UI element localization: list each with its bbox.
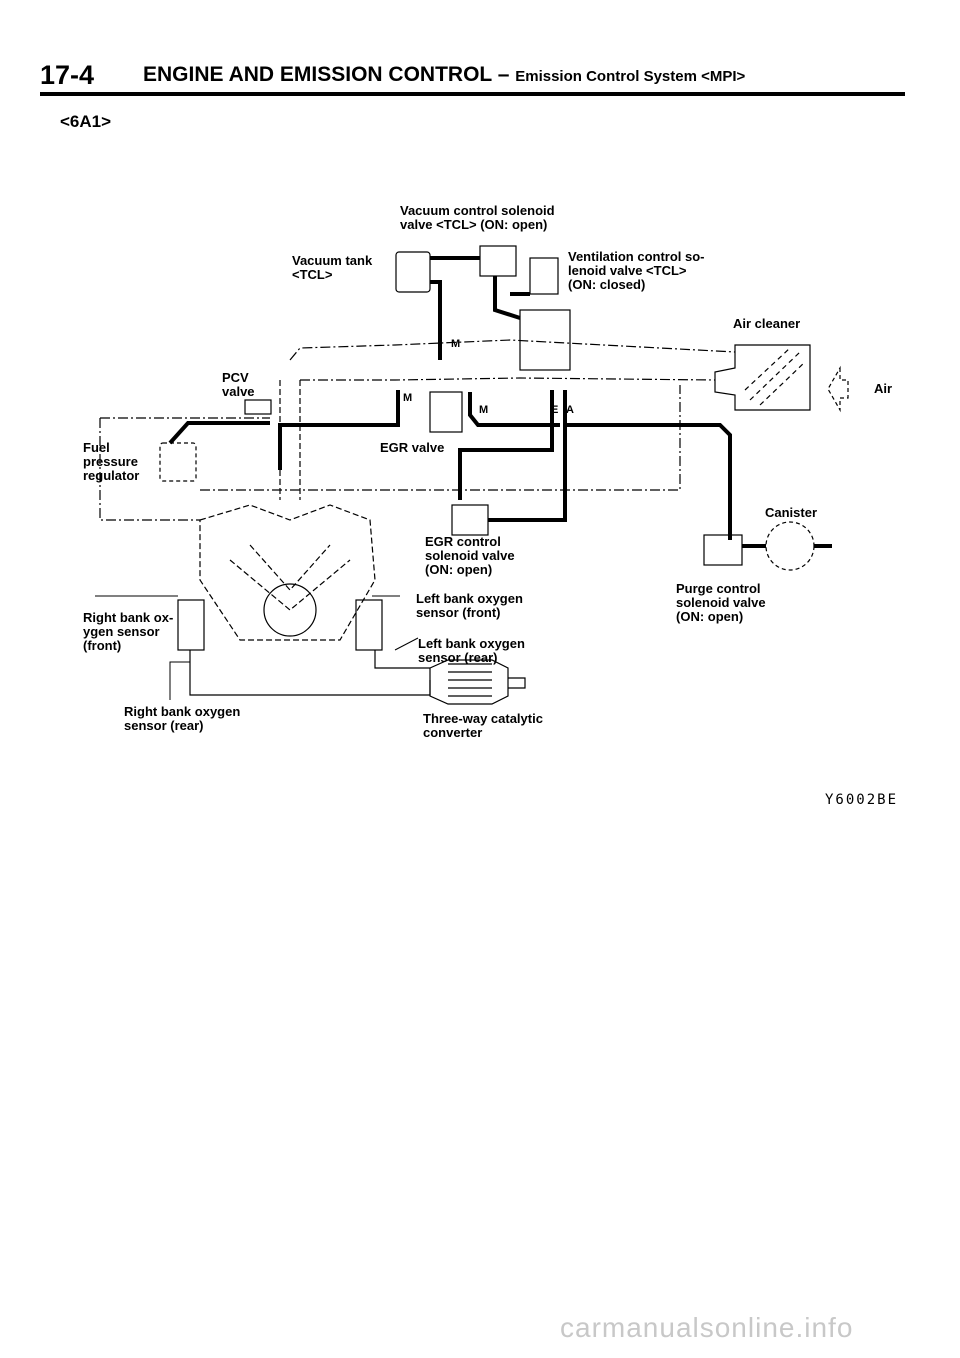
hose-vent-line <box>493 276 521 320</box>
marker-a: A <box>566 404 574 416</box>
label-left-o2-front: Left bank oxygen sensor (front) <box>416 591 523 620</box>
label-fuel-pressure-regulator: Fuel pressure regulator <box>83 440 140 483</box>
canister-shape <box>765 521 815 571</box>
purge-solenoid-shape <box>703 534 743 566</box>
section-title: ENGINE AND EMISSION CONTROL <box>143 63 492 86</box>
label-canister: Canister <box>765 505 818 520</box>
label-air: Air <box>874 381 893 396</box>
left-exhaust-manifold <box>355 599 383 651</box>
page-title: ENGINE AND EMISSION CONTROL – Emission C… <box>143 63 745 87</box>
label-right-o2-rear: Right bank oxygen sensor (rear) <box>124 704 241 733</box>
engine-variant: <6A1> <box>60 112 112 131</box>
section-subtitle: Emission Control System <MPI> <box>515 68 746 85</box>
label-egr-valve: EGR valve <box>380 440 445 455</box>
egr-control-solenoid-shape <box>451 504 489 536</box>
exhaust-pipe <box>189 650 431 696</box>
label-egr-control-solenoid: EGR control solenoid valve (ON: open) <box>425 534 515 577</box>
footer-watermark: carmanualsonline.info <box>560 1312 854 1343</box>
marker-m-plenum: M <box>451 338 461 350</box>
hose-egr-e <box>458 390 554 500</box>
right-exhaust-manifold <box>177 599 205 651</box>
title-dash: – <box>497 63 510 86</box>
label-air-cleaner: Air cleaner <box>733 316 801 331</box>
label-pcv-valve: PCV valve <box>222 370 255 399</box>
marker-m-control: M <box>479 404 489 416</box>
vacuum-tank <box>395 251 431 293</box>
hose-egr-main <box>278 390 400 470</box>
hose-fuel-reg <box>168 421 270 445</box>
page-number: 17-4 <box>40 60 95 90</box>
ventilation-solenoid-shape <box>529 257 559 295</box>
label-ventilation-control: Ventilation control so- lenoid valve <TC… <box>568 249 705 292</box>
label-vacuum-tank: Vacuum tank <TCL> <box>292 253 373 282</box>
label-vacuum-control-solenoid: Vacuum control solenoid valve <TCL> (ON:… <box>400 203 555 232</box>
label-right-o2-front: Right bank ox- ygen sensor (front) <box>83 610 174 653</box>
air-cleaner-shape <box>714 344 811 411</box>
fuel-regulator-shape <box>159 442 197 482</box>
label-left-o2-rear: Left bank oxygen sensor (rear) <box>418 636 525 665</box>
hose-egr-a <box>488 390 567 522</box>
vacuum-control-solenoid-shape <box>479 245 517 277</box>
egr-valve-shape <box>429 391 463 433</box>
marker-m-egr: M <box>403 392 413 404</box>
pcv-valve-shape <box>244 399 272 415</box>
air-intake-arrow <box>827 365 849 413</box>
hose-tank-plenum <box>430 280 442 360</box>
hose-egr-control <box>468 392 560 427</box>
hose-purge <box>565 423 732 540</box>
marker-e: E <box>551 404 559 416</box>
header-rule <box>40 92 905 96</box>
label-catalytic-converter: Three-way catalytic converter <box>423 711 543 740</box>
catalytic-converter-shape <box>429 659 509 705</box>
label-purge-control: Purge control solenoid valve (ON: open) <box>676 581 766 624</box>
throttle-body <box>519 309 571 371</box>
intake-duct <box>289 339 736 361</box>
engine-block <box>199 504 376 641</box>
figure-code: Y6002BE <box>825 792 899 808</box>
